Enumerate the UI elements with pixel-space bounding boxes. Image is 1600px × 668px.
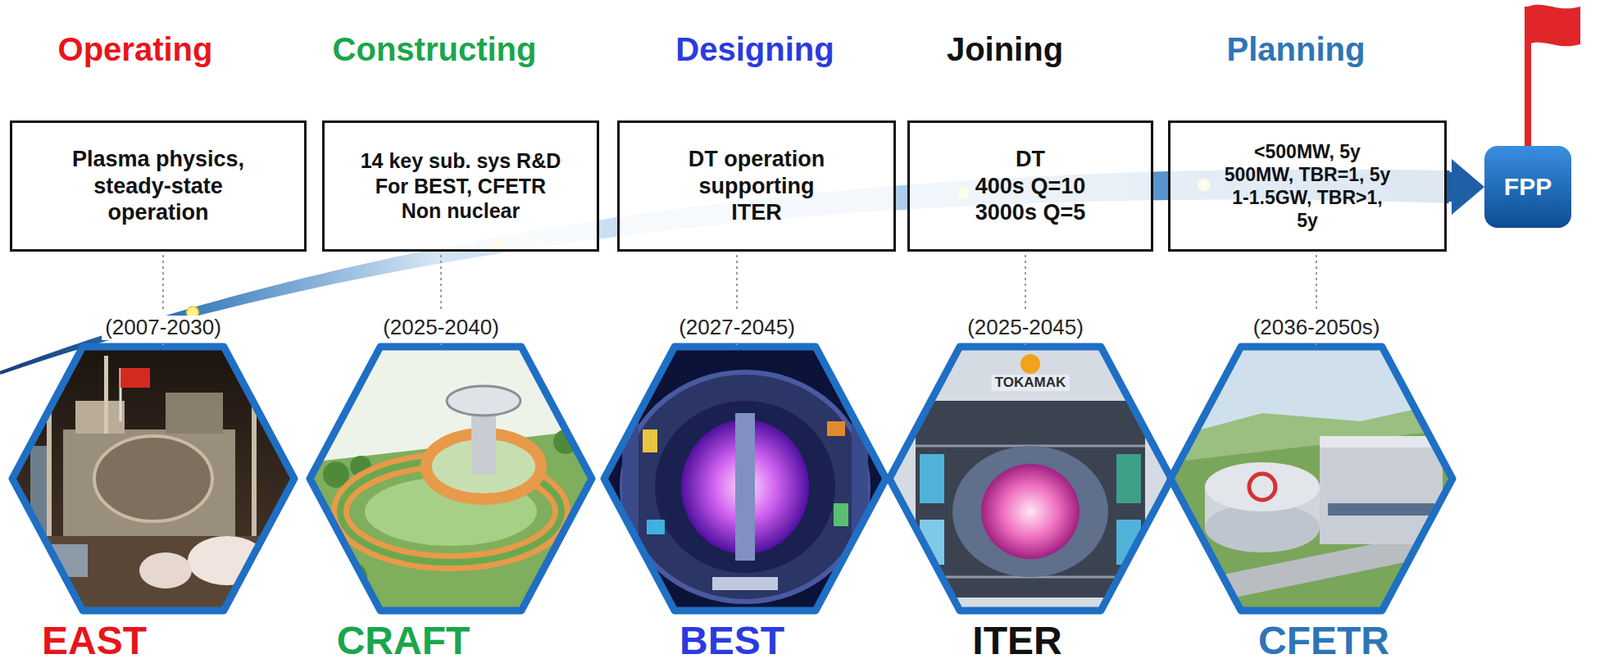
- box-text: 3000s Q=5: [975, 199, 1086, 227]
- roof-mark: [1249, 473, 1276, 500]
- round-building-roof: [1204, 462, 1320, 512]
- phase-box: DT operation supporting ITER: [617, 120, 896, 252]
- phase-box: DT400s Q=103000s Q=5: [907, 120, 1154, 252]
- leader-line: [1315, 254, 1318, 313]
- vessel: [654, 400, 836, 573]
- tokamak: [952, 445, 1109, 578]
- hexagon-gallery: [12, 346, 1453, 611]
- pipe: [46, 355, 52, 537]
- box-text: Plasma physics, steady-state operation: [59, 145, 257, 228]
- lab-background: [12, 346, 295, 611]
- facility-name: EAST: [41, 618, 147, 664]
- box-text: 1-1.5GW, TBR>1, 5y: [1220, 186, 1395, 232]
- phase-heading: Operating: [58, 30, 214, 69]
- box-text: 14 key sub. sys R&D For BEST, CFETR Non …: [357, 148, 564, 224]
- hexagon-frame: [12, 346, 295, 611]
- best-scene: [604, 346, 887, 611]
- pipe: [251, 363, 257, 537]
- tower-top: [446, 386, 521, 416]
- illustration-text: TOKAMAK: [991, 374, 1070, 391]
- hexagon-frame: [604, 346, 887, 611]
- leader-line: [1024, 254, 1027, 313]
- base: [712, 577, 778, 591]
- phase-heading: Constructing: [332, 30, 537, 69]
- facility-name: CFETR: [1258, 618, 1390, 664]
- lab-floor: [12, 536, 295, 611]
- phase-heading: Designing: [675, 30, 834, 69]
- plasma: [981, 463, 1080, 560]
- roof: [1319, 436, 1443, 448]
- goal-box: FPP: [1484, 145, 1572, 228]
- box-text: DT: [1015, 145, 1046, 173]
- hexagon-frame: [889, 346, 1172, 611]
- cryostat: [622, 372, 869, 602]
- leader-line: [1024, 342, 1027, 348]
- component: [642, 429, 658, 453]
- goal-flag: [1527, 4, 1581, 47]
- cfetr-illustration: [1170, 346, 1453, 611]
- equipment: [1116, 454, 1141, 504]
- phase-heading: Planning: [1227, 30, 1366, 69]
- facility-name: BEST: [679, 618, 785, 664]
- cryostat: [94, 436, 213, 522]
- hills: [1170, 400, 1453, 611]
- phase-box: <500MW, 5y500MW, TBR=1, 5y1-1.5GW, TBR>1…: [1168, 120, 1447, 252]
- cfetr-scene: [1170, 346, 1453, 611]
- phase-heading: Joining: [946, 30, 1064, 69]
- roadmap-arrow: [1446, 159, 1485, 215]
- central-solenoid: [735, 413, 755, 561]
- craft-illustration: [309, 346, 592, 611]
- craft-scene: [309, 346, 592, 611]
- box-text: 500MW, TBR=1, 5y: [1224, 163, 1391, 187]
- best-illustration: [604, 346, 887, 611]
- ground: [309, 429, 592, 611]
- component: [646, 519, 665, 535]
- small-flag: [120, 368, 150, 388]
- dark-background: [604, 346, 887, 611]
- facility-name: CRAFT: [336, 618, 471, 664]
- box-text: <500MW, 5y: [1254, 140, 1361, 164]
- leader-line: [1315, 342, 1318, 348]
- date-range: (2025-2045): [963, 315, 1087, 341]
- box-text: 400s Q=10: [975, 172, 1086, 200]
- facility-name: ITER: [972, 618, 1062, 664]
- box-text: DT operation supporting ITER: [674, 145, 839, 228]
- date-range: (2025-2040): [379, 315, 503, 341]
- iter-illustration: [889, 346, 1172, 611]
- machine-body: [63, 429, 236, 537]
- iter-scene: [889, 346, 1172, 611]
- window-band: [1327, 503, 1435, 516]
- building-background: [889, 346, 1172, 611]
- phase-box: 14 key sub. sys R&D For BEST, CFETR Non …: [322, 120, 600, 252]
- date-range: (2036-2050s): [1250, 315, 1384, 341]
- light-glow: [139, 552, 192, 589]
- leader-line: [440, 342, 442, 348]
- component: [827, 421, 846, 437]
- leader-line: [440, 254, 442, 313]
- sky: [309, 346, 592, 611]
- machine-part: [75, 400, 125, 434]
- building-frame: [915, 400, 1146, 598]
- east-illustration: [12, 346, 295, 611]
- hexagon-frame: [309, 346, 592, 611]
- sky: [1170, 346, 1453, 611]
- leader-line: [736, 342, 738, 348]
- east-scene: [12, 346, 295, 611]
- hexagon-frame: [1170, 346, 1453, 611]
- component: [833, 503, 849, 527]
- leader-line: [736, 254, 738, 313]
- date-range: (2007-2030): [101, 315, 225, 341]
- date-range: (2027-2045): [675, 315, 799, 341]
- leader-line: [162, 342, 164, 348]
- leader-line: [162, 254, 164, 313]
- machine-part: [165, 392, 223, 434]
- sun-logo: [1020, 354, 1041, 374]
- pipe: [104, 355, 109, 434]
- goal-text: FPP: [1504, 172, 1552, 203]
- equipment: [919, 454, 945, 504]
- ground: [1170, 429, 1453, 611]
- phase-box: Plasma physics, steady-state operation: [9, 120, 307, 252]
